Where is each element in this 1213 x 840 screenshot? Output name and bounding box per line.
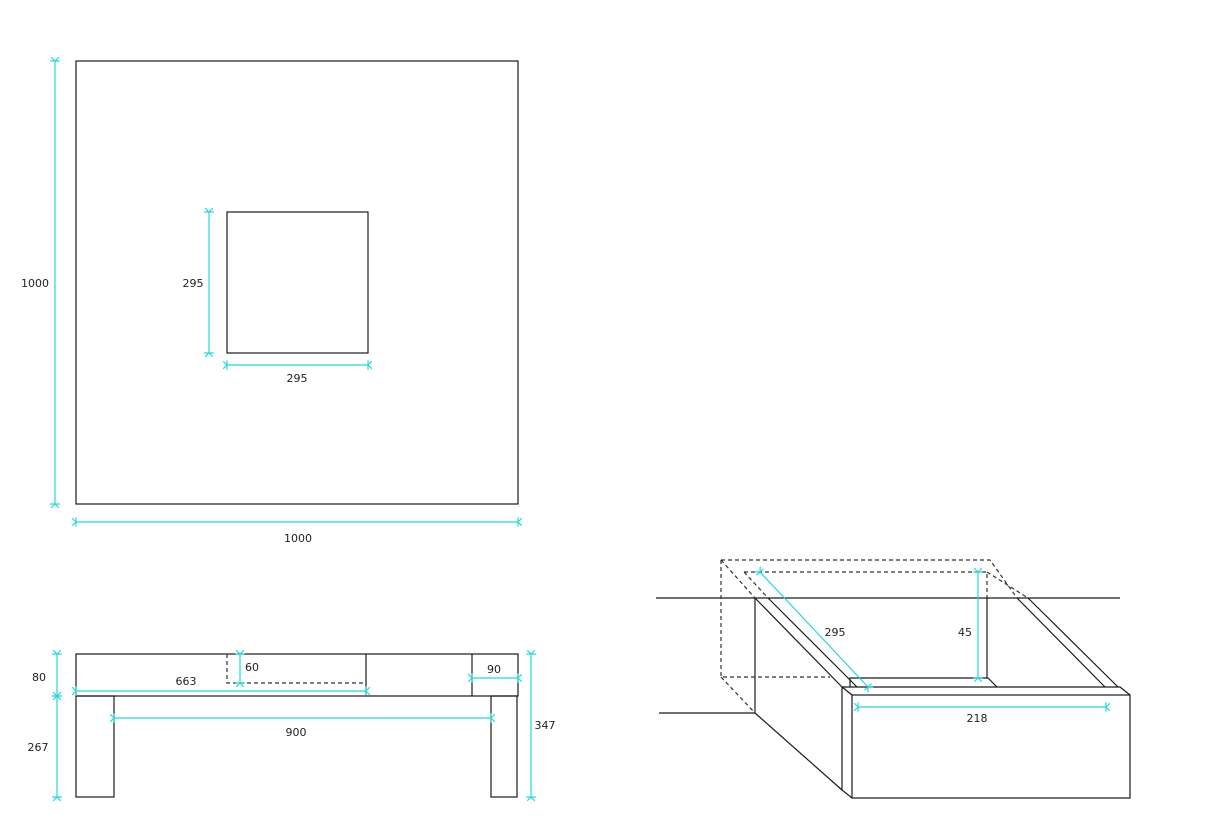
recess-outline — [226, 654, 366, 684]
label-top-thickness: 80 — [32, 671, 46, 684]
label-end-block: 90 — [487, 663, 501, 676]
label-total-height: 347 — [535, 719, 556, 732]
dim-length — [754, 566, 874, 693]
center-hole — [226, 211, 369, 354]
label-leg-height: 267 — [28, 741, 49, 754]
label-hole-width: 295 — [287, 372, 308, 385]
front-face — [851, 694, 1131, 799]
label-depth: 45 — [958, 626, 972, 639]
label-outer-width: 1000 — [284, 532, 312, 545]
label-recess-depth: 60 — [245, 661, 259, 674]
right-leg — [490, 695, 518, 798]
label-outer-height: 1000 — [21, 277, 49, 290]
plan-view: 1000 1000 295 295 — [21, 56, 523, 545]
isometric-view: 295 45 218 — [656, 559, 1131, 799]
label-leg-span: 900 — [286, 726, 307, 739]
label-hole-height: 295 — [183, 277, 204, 290]
elevation-view: 60 663 90 900 80 267 347 — [28, 649, 556, 802]
left-leg — [75, 695, 115, 798]
label-length: 295 — [825, 626, 846, 639]
label-width: 218 — [967, 712, 988, 725]
label-recess-length: 663 — [176, 675, 197, 688]
outer-square — [75, 60, 519, 505]
tabletop — [75, 653, 519, 697]
hidden-edges — [721, 559, 1018, 599]
